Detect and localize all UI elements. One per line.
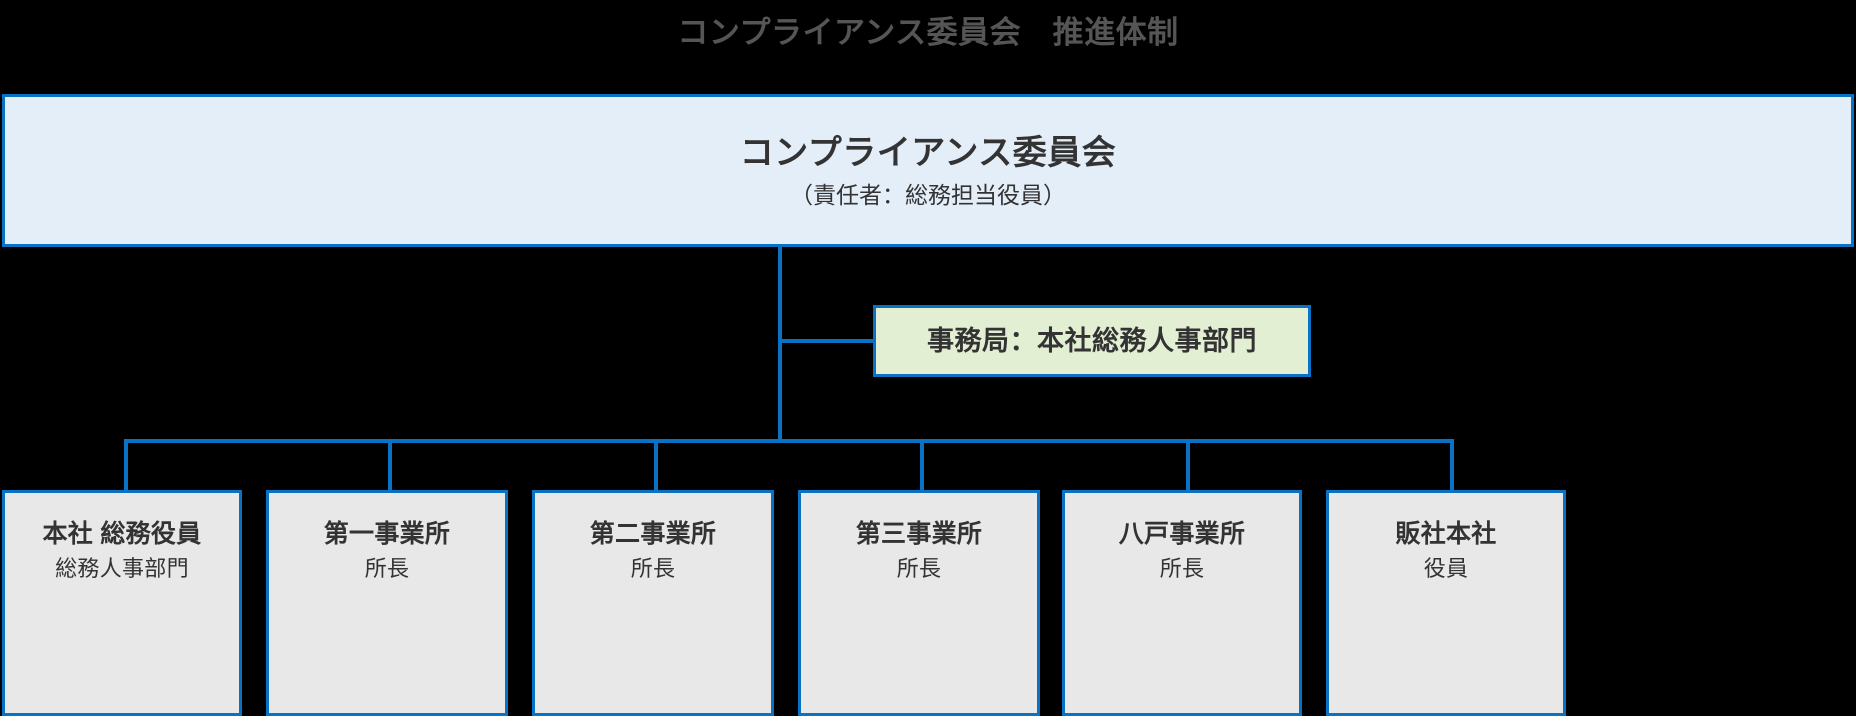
connector-drop-department-6 (1450, 439, 1454, 494)
committee-title: コンプライアンス委員会 (739, 133, 1117, 172)
page-title: コンプライアンス委員会 推進体制 (677, 15, 1179, 50)
department-subtitle: 役員 (1423, 556, 1469, 581)
department-node-1: 本社 総務役員 総務人事部門 (2, 490, 242, 716)
department-node-6: 販社本社 役員 (1326, 490, 1566, 716)
department-title: 販社本社 (1395, 520, 1497, 548)
connector-drop-department-5 (1186, 439, 1190, 494)
secretariat-label: 事務局：本社総務人事部門 (927, 326, 1257, 356)
department-node-5: 八戸事業所 所長 (1062, 490, 1302, 716)
department-title: 第一事業所 (323, 520, 451, 548)
connector-department-bus (124, 439, 1454, 443)
department-subtitle: 所長 (364, 556, 410, 581)
department-subtitle: 所長 (630, 556, 676, 581)
department-subtitle: 所長 (1159, 556, 1205, 581)
department-node-2: 第一事業所 所長 (266, 490, 508, 716)
department-title: 第三事業所 (855, 520, 983, 548)
committee-responsible: （責任者：総務担当役員） (790, 181, 1066, 208)
secretariat-node: 事務局：本社総務人事部門 (873, 305, 1311, 377)
connector-committee-trunk (778, 247, 782, 443)
department-subtitle: 総務人事部門 (55, 556, 189, 581)
connector-drop-department-4 (920, 439, 924, 494)
department-subtitle: 所長 (896, 556, 942, 581)
connector-drop-department-1 (124, 439, 128, 494)
department-title: 八戸事業所 (1118, 520, 1246, 548)
committee-node: コンプライアンス委員会 （責任者：総務担当役員） (2, 94, 1854, 247)
department-title: 本社 総務役員 (42, 520, 202, 548)
connector-secretariat-branch (782, 339, 873, 343)
department-node-3: 第二事業所 所長 (532, 490, 774, 716)
department-title: 第二事業所 (589, 520, 717, 548)
connector-drop-department-2 (388, 439, 392, 494)
connector-drop-department-3 (654, 439, 658, 494)
department-node-4: 第三事業所 所長 (798, 490, 1040, 716)
